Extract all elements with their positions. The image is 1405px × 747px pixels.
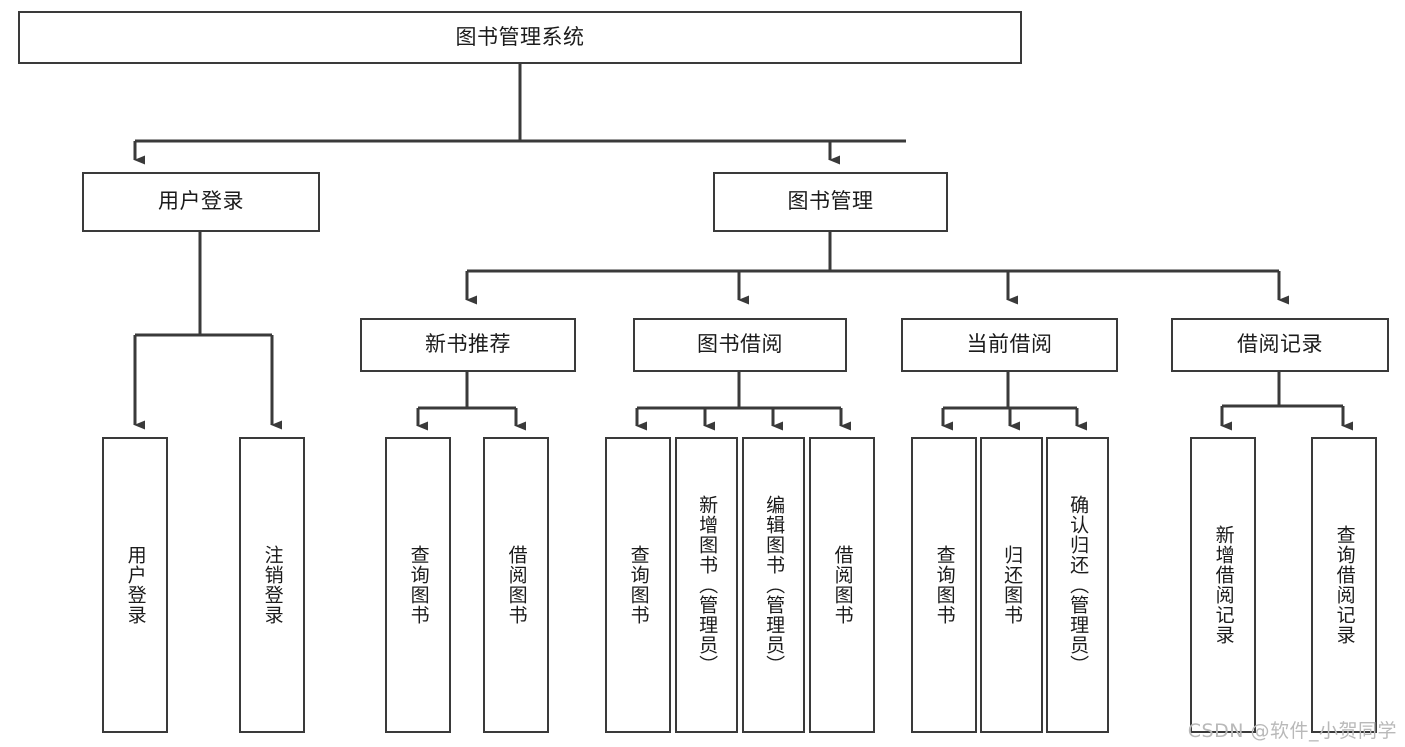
node-label: 编辑图书（管理员） [763,495,786,675]
node-label: 查询图书 [627,545,650,625]
node-current-borrow[interactable]: 当前借阅 [901,318,1118,372]
node-label: 新书推荐 [425,332,511,357]
node-label: 借阅图书 [831,545,854,625]
node-label: 查询图书 [407,545,430,625]
leaf-user-login-login[interactable]: 用户登录 [102,437,168,733]
node-label: 借阅图书 [505,545,528,625]
leaf-borrow-record-query[interactable]: 查询借阅记录 [1311,437,1377,733]
node-root-system[interactable]: 图书管理系统 [18,11,1022,64]
leaf-book-borrow-edit[interactable]: 编辑图书（管理员） [742,437,805,733]
node-label: 新增借阅记录 [1212,525,1235,645]
leaf-new-book-query[interactable]: 查询图书 [385,437,451,733]
node-user-login[interactable]: 用户登录 [82,172,320,232]
node-label: 用户登录 [124,545,147,625]
node-label: 归还图书 [1001,545,1024,625]
leaf-new-book-borrow[interactable]: 借阅图书 [483,437,549,733]
leaf-current-borrow-confirm[interactable]: 确认归还（管理员） [1046,437,1109,733]
leaf-book-borrow-add[interactable]: 新增图书（管理员） [675,437,738,733]
node-label: 图书管理系统 [455,24,585,49]
node-label: 图书借阅 [697,332,783,357]
leaf-book-borrow-borrow[interactable]: 借阅图书 [809,437,875,733]
node-new-book-recommend[interactable]: 新书推荐 [360,318,576,372]
leaf-current-borrow-return[interactable]: 归还图书 [980,437,1043,733]
node-label: 图书管理 [787,189,874,214]
node-book-borrow[interactable]: 图书借阅 [633,318,847,372]
node-label: 查询图书 [933,545,956,625]
leaf-current-borrow-query[interactable]: 查询图书 [911,437,977,733]
node-book-management[interactable]: 图书管理 [713,172,948,232]
node-borrow-record[interactable]: 借阅记录 [1171,318,1389,372]
node-label: 新增图书（管理员） [696,495,719,675]
leaf-borrow-record-add[interactable]: 新增借阅记录 [1190,437,1256,733]
node-label: 用户登录 [158,189,244,214]
node-label: 确认归还（管理员） [1067,495,1090,675]
node-label: 注销登录 [261,545,284,625]
node-label: 当前借阅 [966,332,1053,357]
leaf-book-borrow-query[interactable]: 查询图书 [605,437,671,733]
leaf-user-login-logout[interactable]: 注销登录 [239,437,305,733]
node-label: 查询借阅记录 [1333,525,1356,645]
node-label: 借阅记录 [1237,332,1323,357]
